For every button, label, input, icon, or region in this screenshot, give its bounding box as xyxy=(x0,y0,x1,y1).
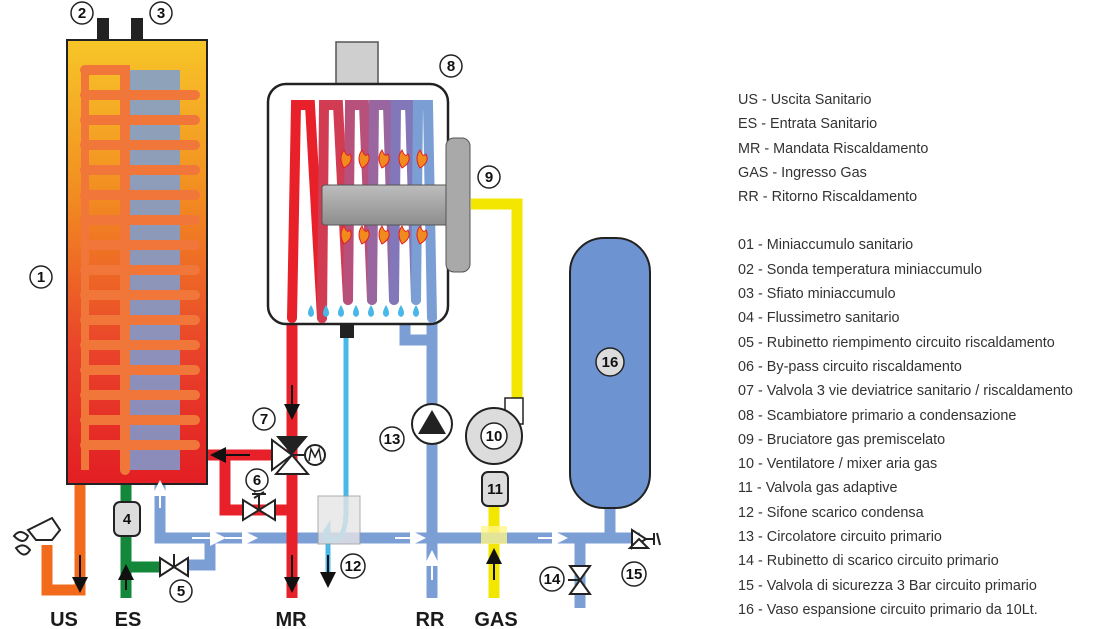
marker-12: 12 xyxy=(340,553,366,579)
condensate-siphon xyxy=(317,495,361,545)
svg-text:8: 8 xyxy=(447,58,455,75)
marker-4: 4 xyxy=(123,511,132,528)
legend-component: 16 - Vaso espansione circuito primario d… xyxy=(738,601,1038,618)
legend-component: 08 - Scambiatore primario a condensazion… xyxy=(738,407,1017,424)
svg-text:11: 11 xyxy=(487,481,503,498)
legend-component: 06 - By-pass circuito riscaldamento xyxy=(738,358,962,375)
svg-text:14: 14 xyxy=(544,571,561,588)
legend-abbreviation: GAS - Ingresso Gas xyxy=(738,164,867,181)
marker-10: 10 xyxy=(480,422,508,450)
legend-component: 10 - Ventilatore / mixer aria gas xyxy=(738,456,938,473)
svg-text:5: 5 xyxy=(177,583,185,600)
marker-2: 2 xyxy=(70,1,94,25)
legend-component: 05 - Rubinetto riempimento circuito risc… xyxy=(738,334,1055,351)
legend-abbreviation: ES - Entrata Sanitario xyxy=(738,116,878,133)
legend-component: 15 - Valvola di sicurezza 3 Bar circuito… xyxy=(738,577,1037,594)
legend-abbreviation: US - Uscita Sanitario xyxy=(738,92,872,108)
marker-1: 1 xyxy=(29,265,53,289)
svg-text:3: 3 xyxy=(157,5,165,22)
storage-tank xyxy=(66,39,208,485)
marker-11: 11 xyxy=(487,481,503,498)
marker-14: 14 xyxy=(539,566,565,592)
svg-text:6: 6 xyxy=(253,472,261,489)
legend-component: 03 - Sfiato miniaccumulo xyxy=(738,286,896,303)
circulator-pump xyxy=(411,403,453,445)
tank-coil xyxy=(80,65,200,475)
temperature-probe xyxy=(97,18,109,40)
legend-component: 13 - Circolatore circuito primario xyxy=(738,529,942,546)
marker-7: 7 xyxy=(252,407,276,431)
condensate-drops xyxy=(308,305,419,317)
flow-meter xyxy=(113,501,141,537)
boiler-schematic: 1 2 3 4 5 6 7 8 9 10 11 12 13 xyxy=(12,1,661,629)
water-tap-icon xyxy=(12,516,62,556)
drain-tap xyxy=(568,565,592,595)
svg-text:2: 2 xyxy=(78,5,86,22)
legend-component: 07 - Valvola 3 vie deviatrice sanitario … xyxy=(738,383,1073,400)
label-es: ES xyxy=(115,609,142,629)
flow-arrows xyxy=(72,385,502,593)
legend-component: 09 - Bruciatore gas premiscelato xyxy=(738,431,946,448)
return-pipe xyxy=(154,320,640,608)
diverter-valve xyxy=(271,436,326,475)
label-rr: RR xyxy=(416,609,445,629)
legend-component: 14 - Rubinetto di scarico circuito prima… xyxy=(738,553,999,570)
legend-spacer xyxy=(738,209,1100,233)
air-vent xyxy=(131,18,143,40)
marker-3: 3 xyxy=(149,1,173,25)
svg-text:9: 9 xyxy=(485,169,493,186)
bypass-valve xyxy=(242,485,276,522)
heat-exchanger xyxy=(266,41,471,338)
marker-6: 6 xyxy=(245,468,269,492)
svg-text:15: 15 xyxy=(626,566,643,583)
marker-16: 16 xyxy=(595,347,625,377)
marker-15: 15 xyxy=(621,561,647,587)
legend-component: 12 - Sifone scarico condensa xyxy=(738,504,924,521)
svg-text:10: 10 xyxy=(486,428,503,445)
svg-text:1: 1 xyxy=(37,269,45,286)
svg-text:7: 7 xyxy=(260,411,268,428)
marker-8: 8 xyxy=(439,54,463,78)
legend-abbreviation: MR - Mandata Riscaldamento xyxy=(738,140,929,157)
fill-tap xyxy=(159,554,189,578)
gas-valve xyxy=(481,471,509,507)
label-mr: MR xyxy=(275,609,307,629)
svg-text:16: 16 xyxy=(602,354,619,371)
legend: US - Uscita Sanitario ES - Entrata Sanit… xyxy=(738,88,1100,622)
label-us: US xyxy=(50,609,78,629)
condensate-pipe xyxy=(322,336,349,582)
legend-component: 04 - Flussimetro sanitario xyxy=(738,310,900,327)
legend-component: 11 - Valvola gas adaptive xyxy=(738,480,898,497)
marker-13: 13 xyxy=(379,426,405,452)
svg-text:4: 4 xyxy=(123,511,132,528)
flames xyxy=(340,148,428,245)
label-gas: GAS xyxy=(474,609,517,629)
sanitary-outlet-pipe xyxy=(41,470,86,596)
svg-text:12: 12 xyxy=(345,558,362,575)
marker-9: 9 xyxy=(477,165,501,189)
legend-component: 02 - Sonda temperatura miniaccumulo xyxy=(738,261,982,278)
legend-abbreviation: RR - Ritorno Riscaldamento xyxy=(738,189,918,206)
legend-component: 01 - Miniaccumulo sanitario xyxy=(738,237,914,254)
svg-text:13: 13 xyxy=(384,431,401,448)
safety-valve xyxy=(627,528,661,550)
marker-5: 5 xyxy=(169,579,193,603)
